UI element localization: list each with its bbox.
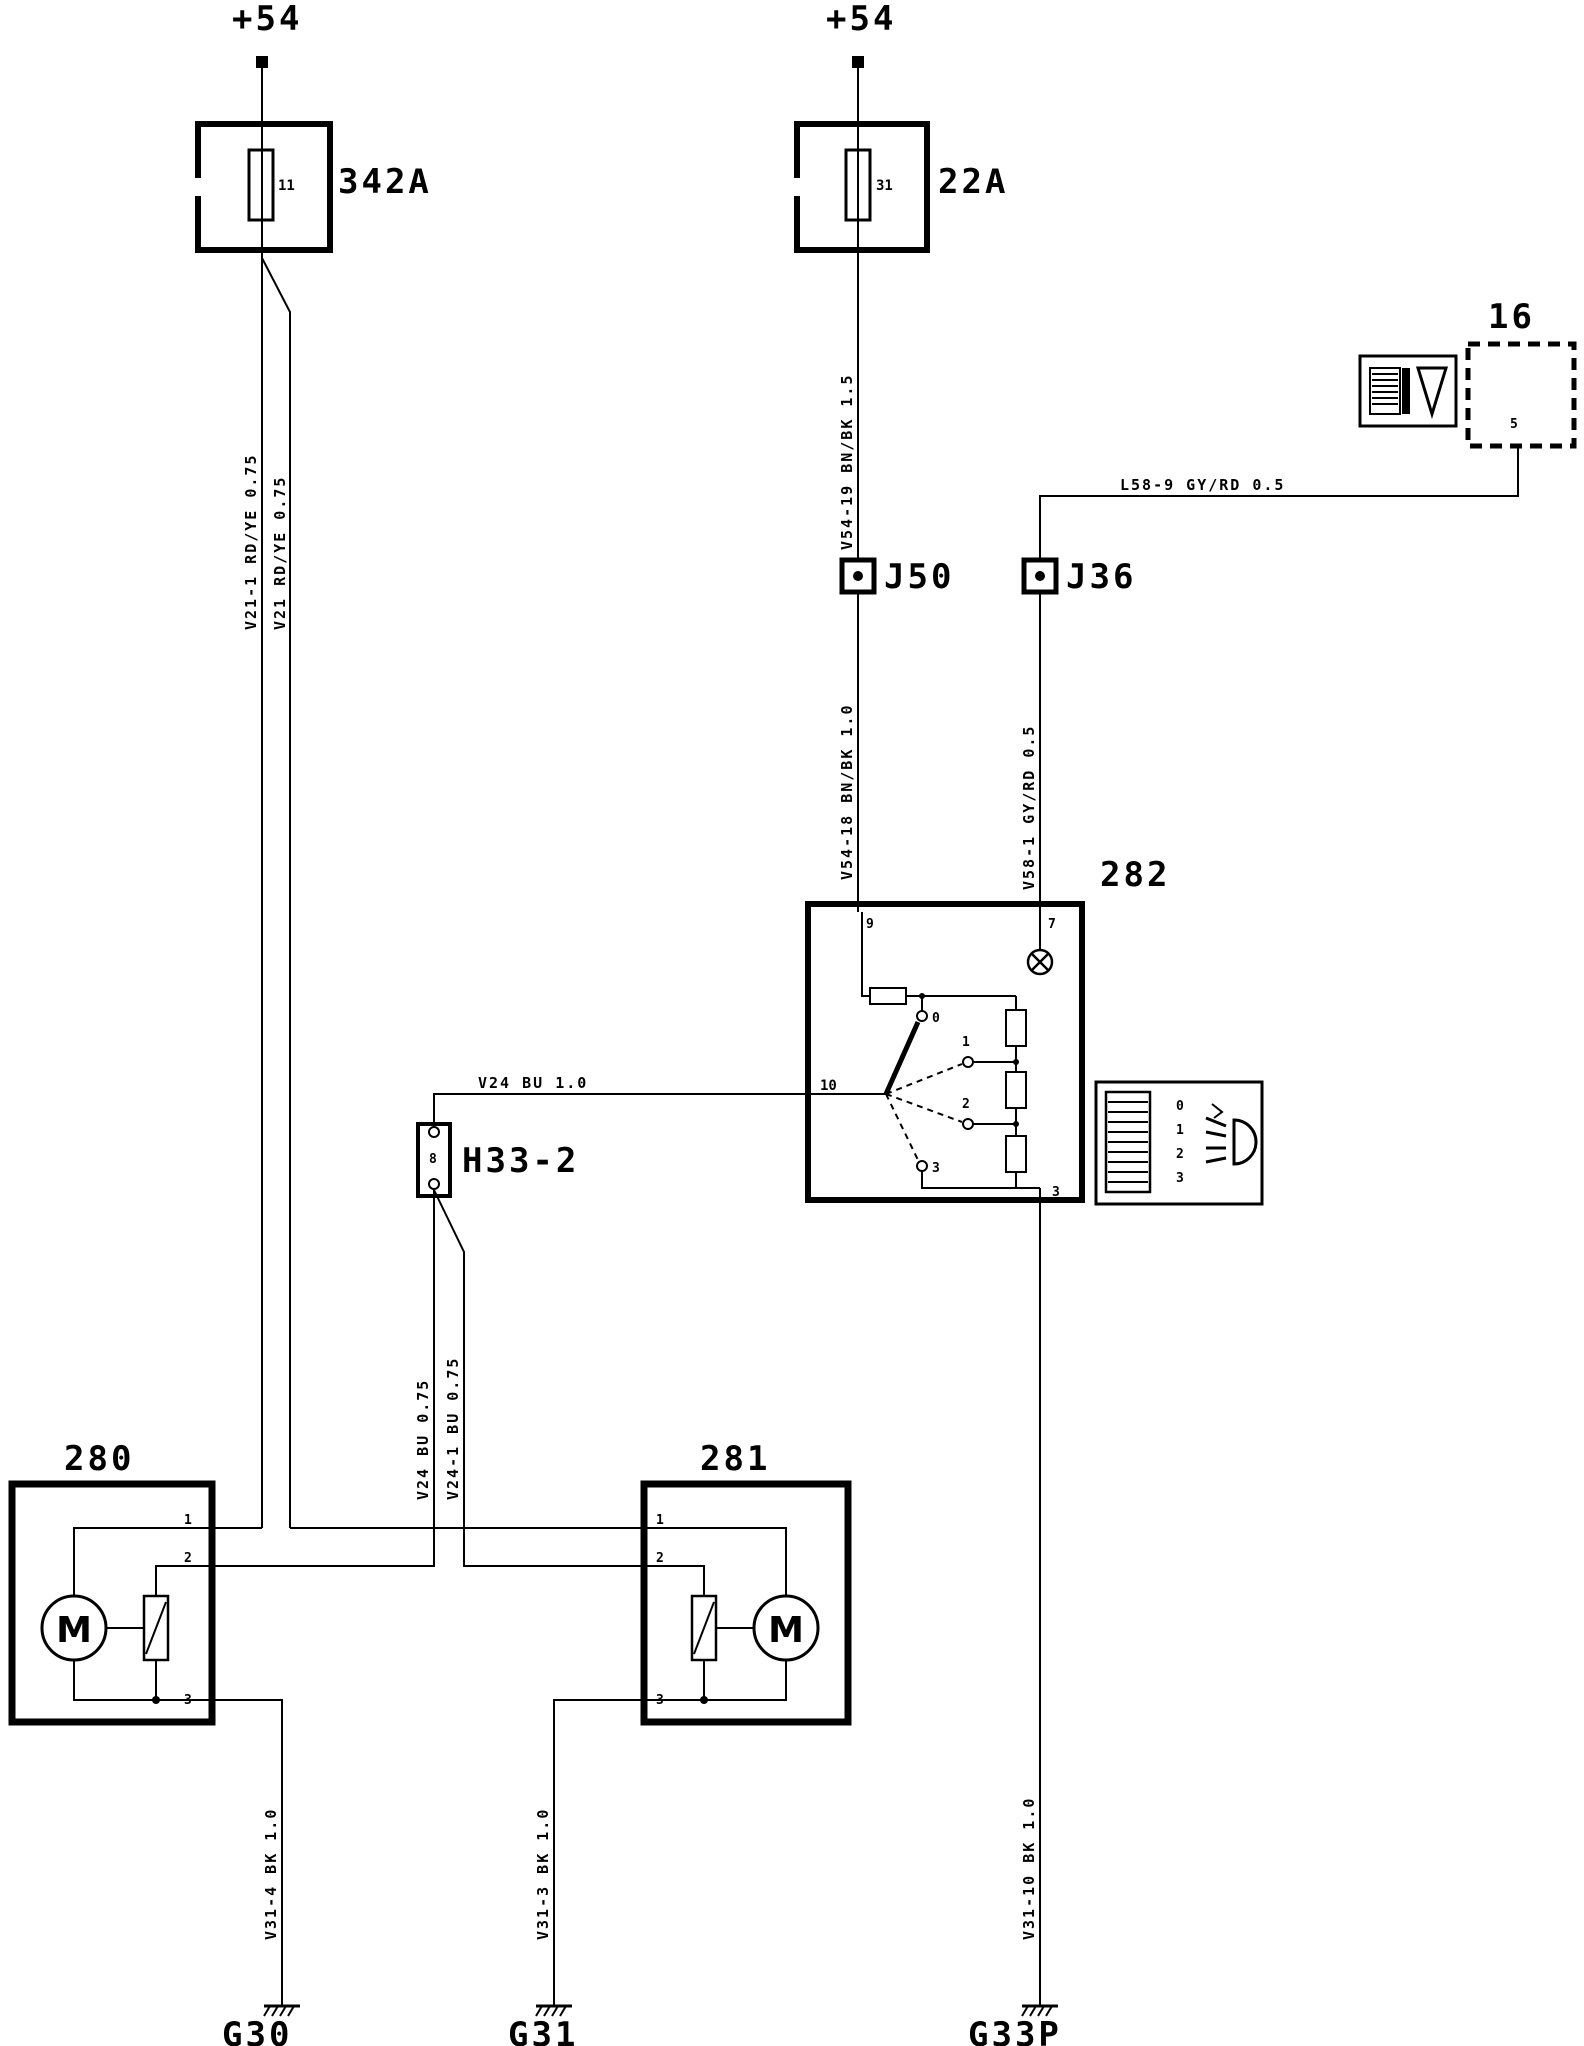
wire-v24-bu-075: [210, 1190, 435, 1567]
wire-v31-4: [210, 1699, 283, 2006]
connector-h33-2: 8 H33-2: [416, 1122, 579, 1198]
supply-right-label: +54: [826, 0, 896, 39]
label-v21-1: V21-1 RD/YE 0.75: [242, 454, 260, 631]
supply-left-terminal: [256, 56, 268, 68]
component-282-pos-1: 1: [962, 1035, 970, 1050]
component-282-pin-10: 10: [820, 1078, 837, 1094]
component-281-pin-1: 1: [656, 1513, 664, 1528]
headlight-range-icon: [1205, 1103, 1258, 1166]
label-v24-top: V24 BU 1.0: [478, 1074, 588, 1092]
component-281-pin-2: 2: [656, 1551, 664, 1566]
component-280-pin-2: 2: [184, 1551, 192, 1566]
component-16: 16 5: [1358, 297, 1577, 449]
fuse-342a-pin: 11: [278, 178, 295, 194]
wire-l58-9: [1039, 446, 1519, 562]
component-282-pin-9: 9: [866, 917, 874, 932]
component-280-label: 280: [64, 1439, 134, 1479]
ground-g31-label: G31: [508, 2015, 578, 2046]
legend-282-1: 1: [1176, 1123, 1184, 1138]
label-v24-1: V24-1 BU 0.75: [444, 1357, 462, 1500]
connector-j50-label: J50: [884, 557, 954, 597]
wire-v24-bu-1: [433, 1093, 886, 1124]
connector-h33-label: H33-2: [462, 1141, 579, 1181]
label-v21: V21 RD/YE 0.75: [271, 476, 289, 630]
fuse-22a-label: 22A: [938, 162, 1008, 202]
supply-left-label: +54: [232, 0, 302, 39]
component-282-pos-2: 2: [962, 1097, 970, 1112]
wire-v24-1: [433, 1189, 650, 1567]
motor-280-label: M: [56, 1610, 92, 1651]
component-282-pin-3: 3: [1052, 1185, 1060, 1200]
component-280: 280 1 2 3 M: [8, 1439, 216, 1726]
label-v31-10: V31-10 BK 1.0: [1020, 1797, 1038, 1940]
connector-h33-pin: 8: [429, 1152, 437, 1167]
headlight-level-legend: 0 1 2 3: [1094, 1080, 1264, 1206]
component-282-pos-3: 3: [932, 1161, 940, 1176]
label-v58-1: V58-1 GY/RD 0.5: [1020, 725, 1038, 890]
label-v54-19: V54-19 BN/BK 1.5: [838, 374, 856, 551]
component-281-label: 281: [700, 1439, 770, 1479]
ground-g33p-label: G33P: [968, 2015, 1062, 2046]
component-280-pin-1: 1: [184, 1513, 192, 1528]
fuse-342a-label: 342A: [338, 162, 432, 202]
ground-g30-icon: [263, 2004, 300, 2017]
component-281: 281 1 2 3 M: [640, 1439, 852, 1726]
wire-v21: [261, 257, 291, 1528]
connector-j50-pin: [853, 571, 863, 581]
fuse-22a: 31 22A: [794, 121, 1008, 253]
connector-j36-label: J36: [1066, 557, 1136, 597]
component-282-pos-0: 0: [932, 1011, 940, 1026]
label-v24-075: V24 BU 0.75: [414, 1379, 432, 1500]
label-l58-9: L58-9 GY/RD 0.5: [1120, 476, 1285, 494]
ground-g30-label: G30: [222, 2015, 292, 2046]
component-282-label: 282: [1100, 855, 1170, 895]
connector-j36-pin: [1035, 571, 1045, 581]
display-dim-icon: [1358, 354, 1458, 428]
label-v31-4: V31-4 BK 1.0: [262, 1808, 280, 1940]
fuse-22a-pin: 31: [876, 178, 893, 194]
legend-282-0: 0: [1176, 1099, 1184, 1114]
fuse-342a: 11 342A: [195, 121, 432, 253]
legend-282-2: 2: [1176, 1147, 1184, 1162]
component-16-pin: 5: [1510, 417, 1518, 432]
component-282-pin-7: 7: [1048, 917, 1056, 932]
label-v54-18: V54-18 BN/BK 1.0: [838, 704, 856, 881]
ground-g31-icon: [535, 2004, 572, 2017]
supply-right-terminal: [852, 56, 864, 68]
ground-g33p-icon: [1021, 2004, 1058, 2017]
legend-282-3: 3: [1176, 1171, 1184, 1186]
label-v31-3: V31-3 BK 1.0: [534, 1808, 552, 1940]
component-282: 282 9 7 10 3 0 1 2 3: [805, 855, 1170, 1203]
component-16-label: 16: [1488, 297, 1535, 337]
wire-v31-3: [553, 1699, 650, 2006]
motor-281-label: M: [768, 1610, 804, 1651]
